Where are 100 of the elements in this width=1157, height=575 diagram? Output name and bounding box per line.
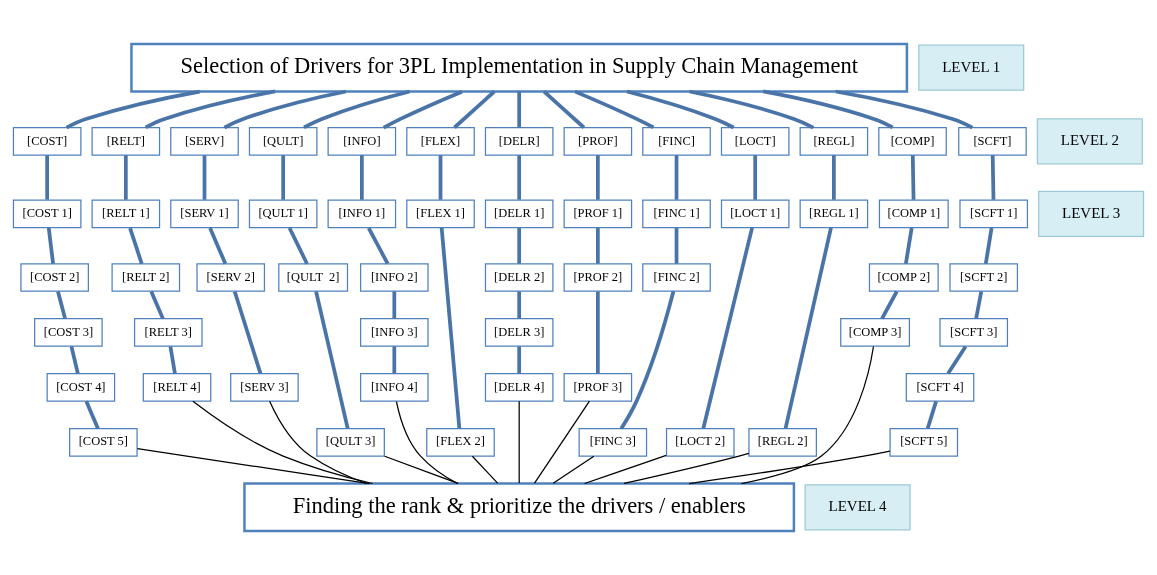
connector — [84, 400, 100, 430]
node-box: [PROF 1] — [563, 199, 633, 229]
connector — [925, 400, 938, 430]
node-box: [DELR 3] — [484, 318, 554, 347]
node-box: [QULT 1] — [248, 199, 318, 229]
connector — [392, 346, 397, 374]
node-box: [DELR 2] — [484, 263, 554, 292]
connector — [880, 290, 899, 320]
connector — [946, 345, 968, 375]
connector — [123, 155, 128, 200]
node-box: [RELT 1] — [91, 199, 161, 229]
connector — [517, 346, 522, 374]
node-box: [SERV] — [170, 127, 239, 156]
node-box: [REGL 1] — [799, 199, 869, 229]
connector — [144, 89, 276, 130]
connector — [910, 155, 916, 200]
node-box: [DELR 1] — [484, 199, 554, 229]
connector — [45, 155, 50, 200]
node-box: [FINC 3] — [578, 428, 648, 457]
connector — [518, 400, 520, 484]
connector — [269, 400, 368, 485]
connector — [584, 454, 667, 485]
connector — [382, 89, 463, 130]
node-box: [PROF 3] — [563, 373, 633, 402]
node-box: [RELT] — [91, 127, 161, 156]
node-box: [COST 3] — [34, 318, 103, 347]
node-box: [COMP 3] — [840, 318, 911, 347]
node-box: [SCFT 5] — [889, 428, 959, 457]
connector — [168, 346, 177, 374]
connector — [552, 455, 595, 484]
connector — [149, 290, 165, 320]
connector — [762, 89, 894, 130]
connector — [832, 155, 836, 200]
connector — [384, 455, 459, 485]
node-box: [COST 4] — [46, 373, 116, 402]
node-box: [INFO 3] — [359, 318, 429, 347]
node-box: [DELR] — [484, 127, 554, 156]
connector — [517, 291, 522, 319]
connector — [596, 228, 600, 264]
connector — [517, 228, 522, 264]
connector — [533, 400, 591, 484]
connector — [701, 227, 754, 429]
connector — [392, 291, 397, 319]
connector — [281, 155, 286, 200]
connector — [517, 155, 522, 200]
node-box: [SERV 2] — [196, 263, 266, 292]
connector — [619, 290, 676, 430]
node-box: [DELR 4] — [484, 373, 554, 402]
connector — [983, 227, 994, 264]
connector — [439, 227, 462, 429]
node-box: [PROF] — [563, 127, 633, 156]
node-box: [COMP] — [878, 127, 947, 156]
connector — [674, 155, 679, 200]
node-box: [SERV 1] — [170, 199, 239, 229]
connector — [542, 90, 586, 129]
node-box: [RELT 4] — [142, 373, 212, 402]
connector — [835, 89, 974, 130]
node-box: [COMP 2] — [868, 263, 939, 292]
connector — [46, 227, 55, 264]
node-box: [SERV 3] — [230, 373, 299, 402]
node-box: [INFO 2] — [359, 263, 429, 292]
node-box: [COST 5] — [69, 428, 138, 457]
node-box: [REGL] — [799, 127, 869, 156]
connector — [740, 345, 875, 485]
connector — [688, 450, 891, 485]
node-box: [QULT 3] — [316, 428, 385, 457]
connector — [202, 155, 207, 200]
connector — [359, 155, 364, 200]
node-box: [QULT 2] — [278, 263, 349, 292]
node-box: [INFO 1] — [327, 199, 397, 229]
connector — [471, 455, 499, 484]
node-box: [INFO 4] — [359, 373, 429, 402]
node-box: [COMP 1] — [878, 199, 949, 229]
connector — [626, 89, 735, 130]
connector — [367, 227, 390, 265]
connector — [192, 400, 374, 485]
connector — [314, 291, 350, 429]
connector — [65, 89, 200, 130]
node-box: [RELT 3] — [133, 318, 203, 347]
node-box: [COST 2] — [20, 263, 89, 292]
node-box: LEVEL 1 — [918, 44, 1025, 91]
connector — [517, 91, 522, 128]
connector — [753, 155, 758, 200]
node-box: [SCFT 3] — [939, 318, 1009, 347]
node-box: LEVEL 4 — [804, 484, 911, 531]
node-box: [RELT 2] — [111, 263, 181, 292]
node-box: [FINC 2] — [642, 263, 711, 292]
connector — [136, 448, 371, 485]
node-box: [FLEX 1] — [406, 199, 475, 229]
node-box: [COST 1] — [12, 199, 82, 229]
node-box: [SCFT 2] — [949, 263, 1019, 292]
connector — [596, 291, 600, 374]
node-box: Finding the rank & prioritize the drivers / enablers — [243, 482, 796, 533]
node-box: [LOCT 1] — [720, 199, 790, 229]
connector — [990, 155, 996, 200]
node-box: [SCFT] — [958, 127, 1027, 156]
connector — [56, 291, 67, 320]
connector — [232, 290, 263, 374]
connector — [208, 227, 228, 265]
node-box: LEVEL 2 — [1036, 118, 1143, 165]
